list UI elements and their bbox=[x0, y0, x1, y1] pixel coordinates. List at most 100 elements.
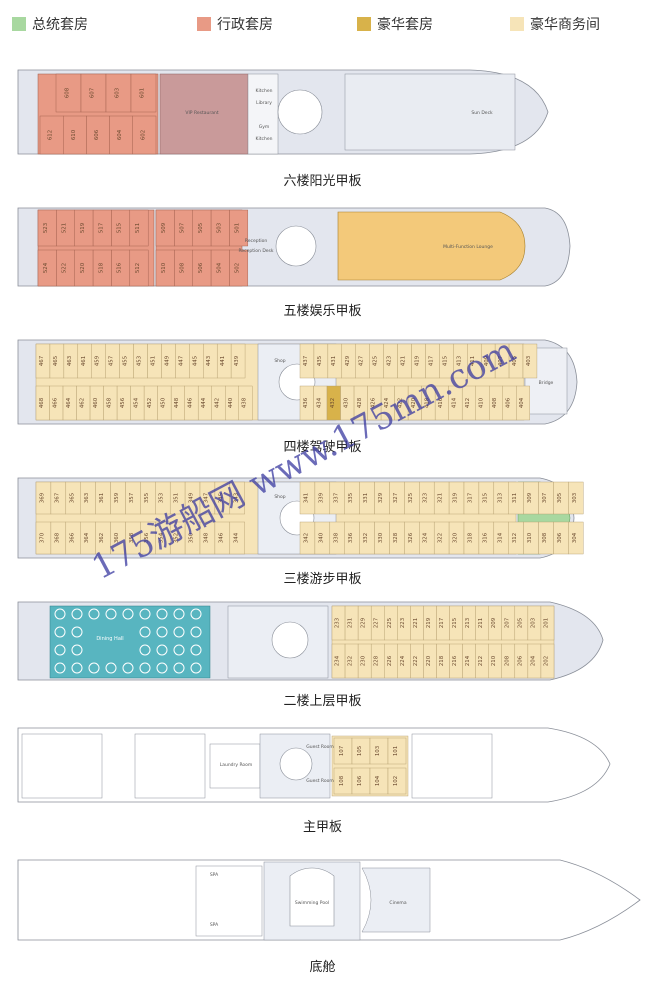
cabin-number: 466 bbox=[52, 397, 58, 408]
cabin-number: 360 bbox=[114, 532, 120, 543]
cabin-number: 405 bbox=[512, 356, 518, 366]
room-label: Kitchen bbox=[256, 88, 273, 94]
cabin-number: 322 bbox=[438, 533, 444, 543]
sun-deck bbox=[344, 73, 516, 151]
cabin-number: 451 bbox=[150, 356, 156, 366]
cabin-number: 414 bbox=[451, 397, 457, 408]
cabin-607 bbox=[80, 73, 107, 113]
cabin-number: 336 bbox=[348, 532, 354, 543]
legend-swatch-business bbox=[510, 17, 524, 31]
dining-table bbox=[54, 644, 66, 656]
cabin-number: 363 bbox=[84, 493, 90, 503]
cabin-number: 467 bbox=[39, 356, 45, 366]
cabin-number: 222 bbox=[413, 656, 419, 666]
cabin-202 bbox=[540, 643, 555, 679]
cabin-number: 348 bbox=[203, 532, 209, 543]
cabin-number: 366 bbox=[69, 532, 75, 543]
cabin-number: 411 bbox=[470, 356, 476, 366]
cabin-number: 502 bbox=[235, 263, 241, 273]
cabin-344 bbox=[229, 521, 245, 555]
cabin-number: 440 bbox=[228, 397, 234, 408]
cabin-number: 501 bbox=[235, 223, 241, 233]
deck-main-area-1 bbox=[134, 733, 206, 799]
cabin-number: 441 bbox=[220, 356, 226, 366]
room-label: SPA bbox=[210, 872, 219, 878]
cabin-number: 362 bbox=[99, 533, 105, 543]
cabin-number: 415 bbox=[442, 356, 448, 366]
legend-label: 豪华套房 bbox=[377, 17, 433, 33]
cabin-number: 507 bbox=[180, 223, 186, 233]
cabin-number: 105 bbox=[357, 746, 363, 756]
cabin-number: 464 bbox=[66, 397, 72, 408]
room-label: Swimming Pool bbox=[295, 900, 329, 906]
cabin-number: 461 bbox=[81, 356, 87, 366]
cabin-number: 439 bbox=[234, 355, 240, 366]
cabin-number: 436 bbox=[303, 397, 309, 408]
cabin-number: 323 bbox=[423, 493, 429, 503]
cabin-number: 518 bbox=[98, 262, 104, 273]
dining-table bbox=[156, 644, 168, 656]
deck-bilge: Swimming Pool Cinema SPA SPA 底舱 bbox=[0, 856, 645, 975]
cabin-number: 517 bbox=[98, 223, 104, 233]
cabin-number: 201 bbox=[543, 618, 549, 628]
cabin-number: 104 bbox=[375, 775, 381, 786]
cabin-number: 445 bbox=[192, 356, 198, 366]
cabin-number: 458 bbox=[106, 397, 112, 408]
dining-table bbox=[88, 662, 100, 674]
cabin-number: 227 bbox=[374, 618, 380, 628]
deck-main-name: 主甲板 bbox=[302, 820, 342, 835]
cabin-number: 602 bbox=[140, 130, 146, 140]
cabin-number: 343 bbox=[233, 493, 239, 503]
cabin-number: 407 bbox=[498, 356, 504, 366]
room-label: Reception Desk bbox=[238, 248, 273, 254]
cabin-number: 315 bbox=[482, 493, 488, 503]
cabin-number: 351 bbox=[174, 493, 180, 503]
cabin-number: 304 bbox=[572, 532, 578, 543]
cabin-number: 368 bbox=[54, 532, 60, 543]
dining-table bbox=[54, 608, 66, 620]
cabin-602 bbox=[132, 115, 157, 155]
cabin-number: 460 bbox=[93, 397, 99, 408]
cabin-number: 606 bbox=[94, 129, 100, 140]
swimming-pool bbox=[289, 867, 335, 927]
watermark-text: 175游船网 www.175mn.com bbox=[85, 330, 522, 588]
cabin-number: 406 bbox=[505, 397, 511, 408]
cabin-number: 510 bbox=[161, 262, 167, 273]
room-label: SPA bbox=[210, 922, 219, 928]
dining-table bbox=[122, 608, 134, 620]
cabin-number: 412 bbox=[465, 398, 471, 408]
cabin-number: 216 bbox=[452, 655, 458, 666]
cabin-number: 103 bbox=[375, 746, 381, 756]
cabin-number: 203 bbox=[530, 618, 536, 628]
cabin-number: 311 bbox=[512, 493, 518, 503]
cabin-number: 432 bbox=[330, 398, 336, 408]
dining-table bbox=[71, 626, 83, 638]
cabin-number: 357 bbox=[129, 493, 135, 503]
cabin-number: 417 bbox=[428, 356, 434, 366]
cabin-303 bbox=[568, 481, 584, 515]
cabin-number: 214 bbox=[465, 655, 471, 666]
cabin-number: 523 bbox=[43, 223, 49, 233]
cabin-number: 102 bbox=[393, 776, 399, 786]
deck-3-name: 三楼游步甲板 bbox=[283, 572, 362, 587]
cabin-number: 359 bbox=[114, 492, 120, 503]
cabin-number: 310 bbox=[527, 532, 533, 543]
legend-item-deluxe: 豪华套房 bbox=[357, 14, 433, 34]
dining-table bbox=[71, 608, 83, 620]
cabin-number: 420 bbox=[411, 397, 417, 408]
cabin-number: 450 bbox=[160, 397, 166, 408]
cabin-number: 512 bbox=[135, 263, 141, 273]
cabin-number: 221 bbox=[413, 618, 419, 628]
cabin-number: 419 bbox=[414, 355, 420, 366]
dining-table bbox=[54, 626, 66, 638]
legend-label: 总统套房 bbox=[32, 17, 88, 33]
cabin-number: 327 bbox=[393, 493, 399, 503]
